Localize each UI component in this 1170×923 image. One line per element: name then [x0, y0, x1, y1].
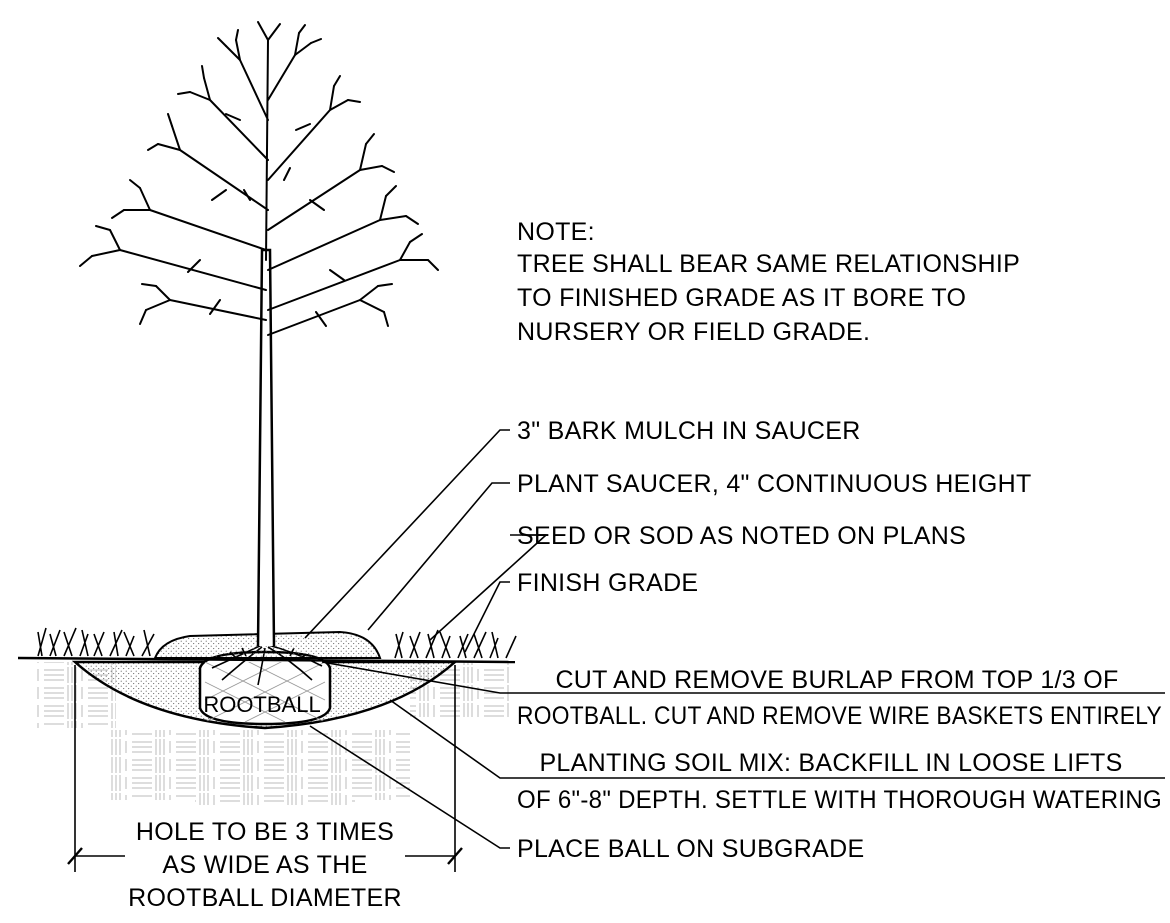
leader-finish-grade — [464, 581, 510, 653]
note-block: NOTE: TREE SHALL BEAR SAME RELATIONSHIP … — [517, 218, 1020, 346]
hole-note: HOLE TO BE 3 TIMES AS WIDE AS THE ROOTBA… — [128, 818, 402, 912]
note-heading: NOTE: — [517, 218, 595, 246]
hole-note-line-2: AS WIDE AS THE — [162, 851, 367, 879]
note-line-3: NURSERY OR FIELD GRADE. — [517, 318, 870, 346]
leader-burlap — [321, 661, 1165, 694]
rootball: ROOTBALL — [198, 644, 332, 726]
leader-saucer — [367, 482, 510, 631]
leader-lines — [304, 429, 1165, 849]
callout-seed: SEED OR SOD AS NOTED ON PLANS — [517, 522, 966, 550]
callout-soil-2: OF 6"-8" DEPTH. SETTLE WITH THOROUGH WAT… — [517, 786, 1162, 814]
callout-mulch: 3" BARK MULCH IN SAUCER — [517, 417, 861, 445]
hole-note-line-1: HOLE TO BE 3 TIMES — [136, 818, 394, 846]
note-line-1: TREE SHALL BEAR SAME RELATIONSHIP — [517, 250, 1020, 278]
callout-saucer: PLANT SAUCER, 4" CONTINUOUS HEIGHT — [517, 470, 1032, 498]
rootball-label: ROOTBALL — [203, 692, 320, 717]
leader-mulch — [304, 429, 510, 639]
callout-finish-grade: FINISH GRADE — [517, 569, 698, 597]
callout-burlap-1: CUT AND REMOVE BURLAP FROM TOP 1/3 OF — [555, 666, 1118, 694]
note-line-2: TO FINISHED GRADE AS IT BORE TO — [517, 284, 966, 312]
callout-subgrade: PLACE BALL ON SUBGRADE — [517, 835, 864, 863]
callout-soil-1: PLANTING SOIL MIX: BACKFILL IN LOOSE LIF… — [539, 749, 1122, 777]
leader-subgrade — [309, 725, 510, 849]
callout-burlap-2: ROOTBALL. CUT AND REMOVE WIRE BASKETS EN… — [517, 702, 1162, 730]
tree-canopy — [79, 21, 439, 336]
finish-grade-line — [17, 656, 516, 664]
hole-note-line-3: ROOTBALL DIAMETER — [128, 884, 402, 912]
leader-soil — [389, 699, 1165, 779]
grass-tufts — [37, 627, 517, 659]
callout-labels: 3" BARK MULCH IN SAUCER PLANT SAUCER, 4"… — [517, 417, 1162, 863]
hole-width-dimension — [67, 665, 463, 872]
